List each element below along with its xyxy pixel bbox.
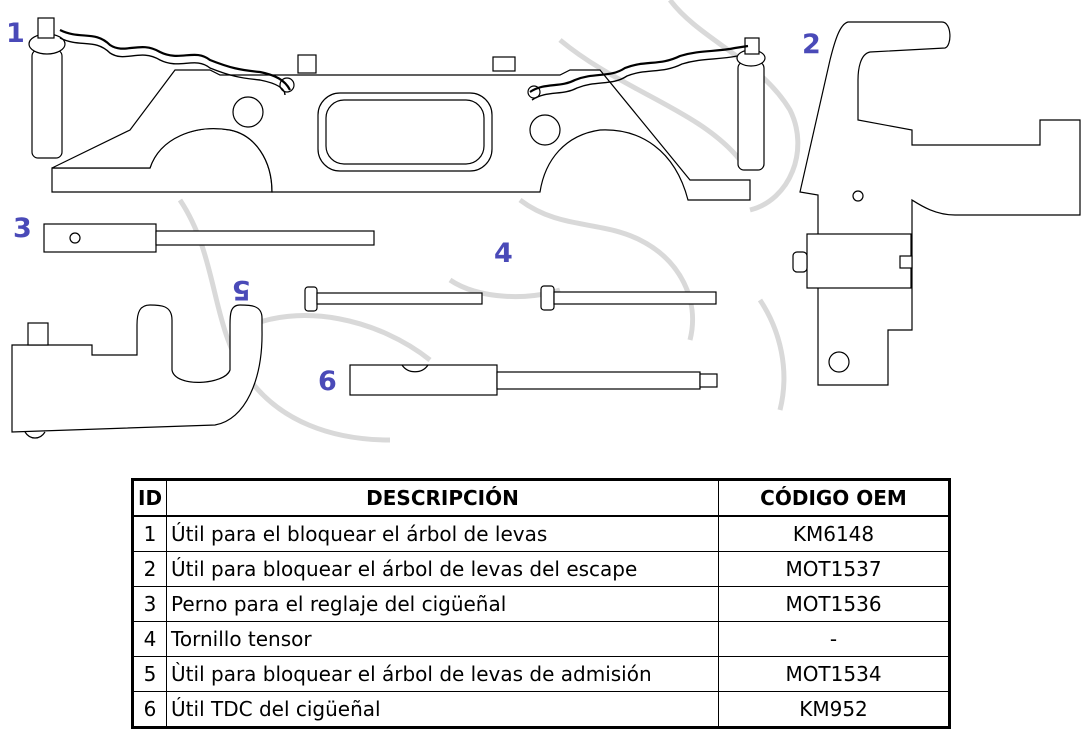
header-description: DESCRIPCIÓN <box>166 479 719 517</box>
row-description: Ùtil para bloquear el árbol de levas de … <box>166 656 719 692</box>
table-row: 4 Tornillo tensor - <box>131 621 950 657</box>
row-id: 5 <box>131 656 168 692</box>
row-description: Tornillo tensor <box>166 621 719 657</box>
row-description: Útil TDC del cigüeñal <box>166 691 719 728</box>
header-id: ID <box>131 479 168 517</box>
table-row: 5 Ùtil para bloquear el árbol de levas d… <box>131 656 950 692</box>
tool-5-intake-locker <box>11 304 263 439</box>
table-row: 1 Útil para el bloquear el árbol de leva… <box>131 515 950 552</box>
tool-3-crank-pin <box>43 223 375 253</box>
table-row: 3 Perno para el reglaje del cigüeñal MOT… <box>131 586 950 622</box>
item-number-2: 2 <box>802 29 821 60</box>
row-description: Útil para bloquear el árbol de levas del… <box>166 551 719 587</box>
tool-4-tensioner-bolts <box>304 285 717 312</box>
item-number-6: 6 <box>318 366 337 397</box>
item-number-3: 3 <box>13 213 32 244</box>
row-id: 4 <box>131 621 168 657</box>
header-oem-code: CÓDIGO OEM <box>718 479 950 517</box>
item-number-1: 1 <box>6 18 25 49</box>
row-id: 6 <box>131 691 168 728</box>
row-oem-code: KM6148 <box>718 515 950 552</box>
tool-1-locking-plate <box>28 17 766 201</box>
table-row: 6 Útil TDC del cigüeñal KM952 <box>131 691 950 728</box>
row-description: Útil para el bloquear el árbol de levas <box>166 515 719 552</box>
row-oem-code: MOT1534 <box>718 656 950 692</box>
row-oem-code: - <box>718 621 950 657</box>
item-number-5: 5 <box>232 274 251 305</box>
row-oem-code: MOT1536 <box>718 586 950 622</box>
row-id: 2 <box>131 551 168 587</box>
row-id: 3 <box>131 586 168 622</box>
row-oem-code: KM952 <box>718 691 950 728</box>
table-header-row: ID DESCRIPCIÓN CÓDIGO OEM <box>131 479 950 517</box>
item-number-4: 4 <box>494 238 513 269</box>
row-oem-code: MOT1537 <box>718 551 950 587</box>
parts-table: ID DESCRIPCIÓN CÓDIGO OEM 1 Útil para el… <box>131 478 951 729</box>
tool-2-exhaust-locker <box>792 21 1081 386</box>
row-id: 1 <box>131 515 168 552</box>
tool-illustration <box>11 0 1081 443</box>
tool-6-tdc-tool <box>349 364 718 396</box>
row-description: Perno para el reglaje del cigüeñal <box>166 586 719 622</box>
table-row: 2 Útil para bloquear el árbol de levas d… <box>131 551 950 587</box>
